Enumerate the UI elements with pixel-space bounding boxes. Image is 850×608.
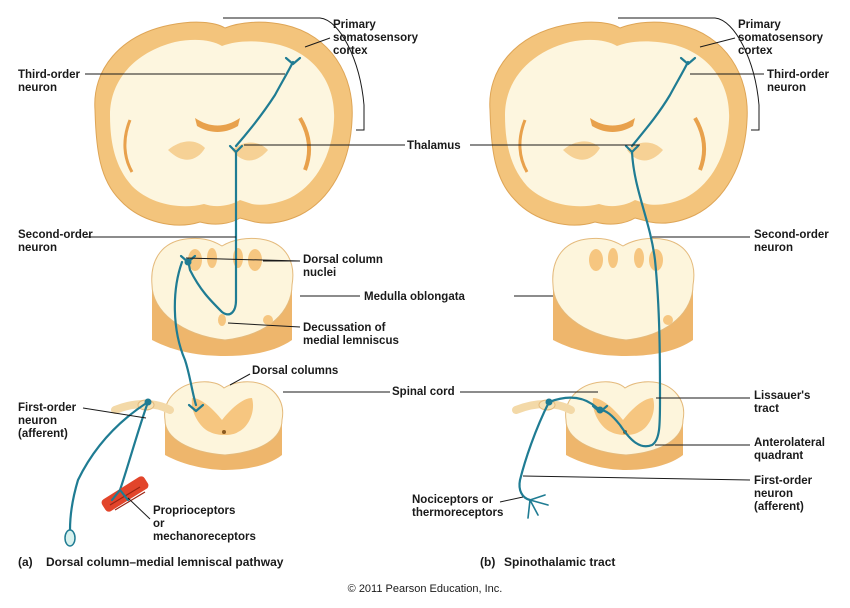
label-nociceptors: Nociceptors or thermoreceptors [412,494,503,519]
muscle-spindle-icon [101,476,149,512]
labels: Primary somatosensory cortex Third-order… [18,19,832,543]
neuron-path-b [518,56,697,519]
spinal-cord-section-b [512,381,685,470]
pacinian-corpuscle-icon [64,529,76,547]
third-order-neuron-a [234,60,295,148]
label-anterolateral-quadrant: Anterolateral quadrant [754,437,828,462]
label-dorsal-columns: Dorsal columns [252,365,338,377]
label-medulla-oblongata: Medulla oblongata [364,291,466,303]
second-order-neuron-a [186,150,238,316]
free-nerve-ending-icon [527,494,549,519]
label-second-order-neuron-b: Second-order neuron [754,229,832,254]
caption-a-letter: (a) [18,555,33,569]
panel-b [460,17,764,519]
medulla-section-a [151,237,294,356]
label-first-order-neuron-b: First-order neuron (afferent) [754,475,815,513]
caption-a-text: Dorsal column–medial lemniscal pathway [46,555,284,569]
label-first-order-neuron-a: First-order neuron (afferent) [18,402,79,440]
second-order-neuron-b [598,150,662,448]
brain-section-a [94,21,353,226]
first-order-neuron-b [547,396,602,412]
copyright-notice: © 2011 Pearson Education, Inc. [348,583,503,595]
caption-b-text: Spinothalamic tract [504,555,615,569]
label-third-order-neuron-b: Third-order neuron [767,69,832,94]
label-lissauers-tract: Lissauer's tract [754,390,814,415]
label-third-order-neuron-a: Third-order neuron [18,69,83,94]
label-thalamus: Thalamus [407,140,461,152]
label-dorsal-column-nuclei: Dorsal column nuclei [303,254,386,279]
cortex-bracket-b [618,17,760,131]
label-spinal-cord: Spinal cord [392,386,455,398]
label-primary-cortex-a: Primary somatosensory cortex [333,19,421,57]
label-proprioceptors: Proprioceptors or mechanoreceptors [153,505,256,543]
label-second-order-neuron-a: Second-order neuron [18,229,96,254]
third-order-neuron-b [630,60,690,148]
captions: (a) Dorsal column–medial lemniscal pathw… [18,555,615,595]
cortex-bracket-a [223,17,365,131]
medulla-section-b [552,237,695,356]
neuron-path-a [64,56,302,547]
brain-section-b [489,21,748,226]
caption-b-letter: (b) [480,555,495,569]
first-order-neuron-a [173,260,198,407]
panel-a [64,17,405,547]
label-primary-cortex-b: Primary somatosensory cortex [738,19,826,57]
label-decussation: Decussation of medial lemniscus [303,322,399,347]
